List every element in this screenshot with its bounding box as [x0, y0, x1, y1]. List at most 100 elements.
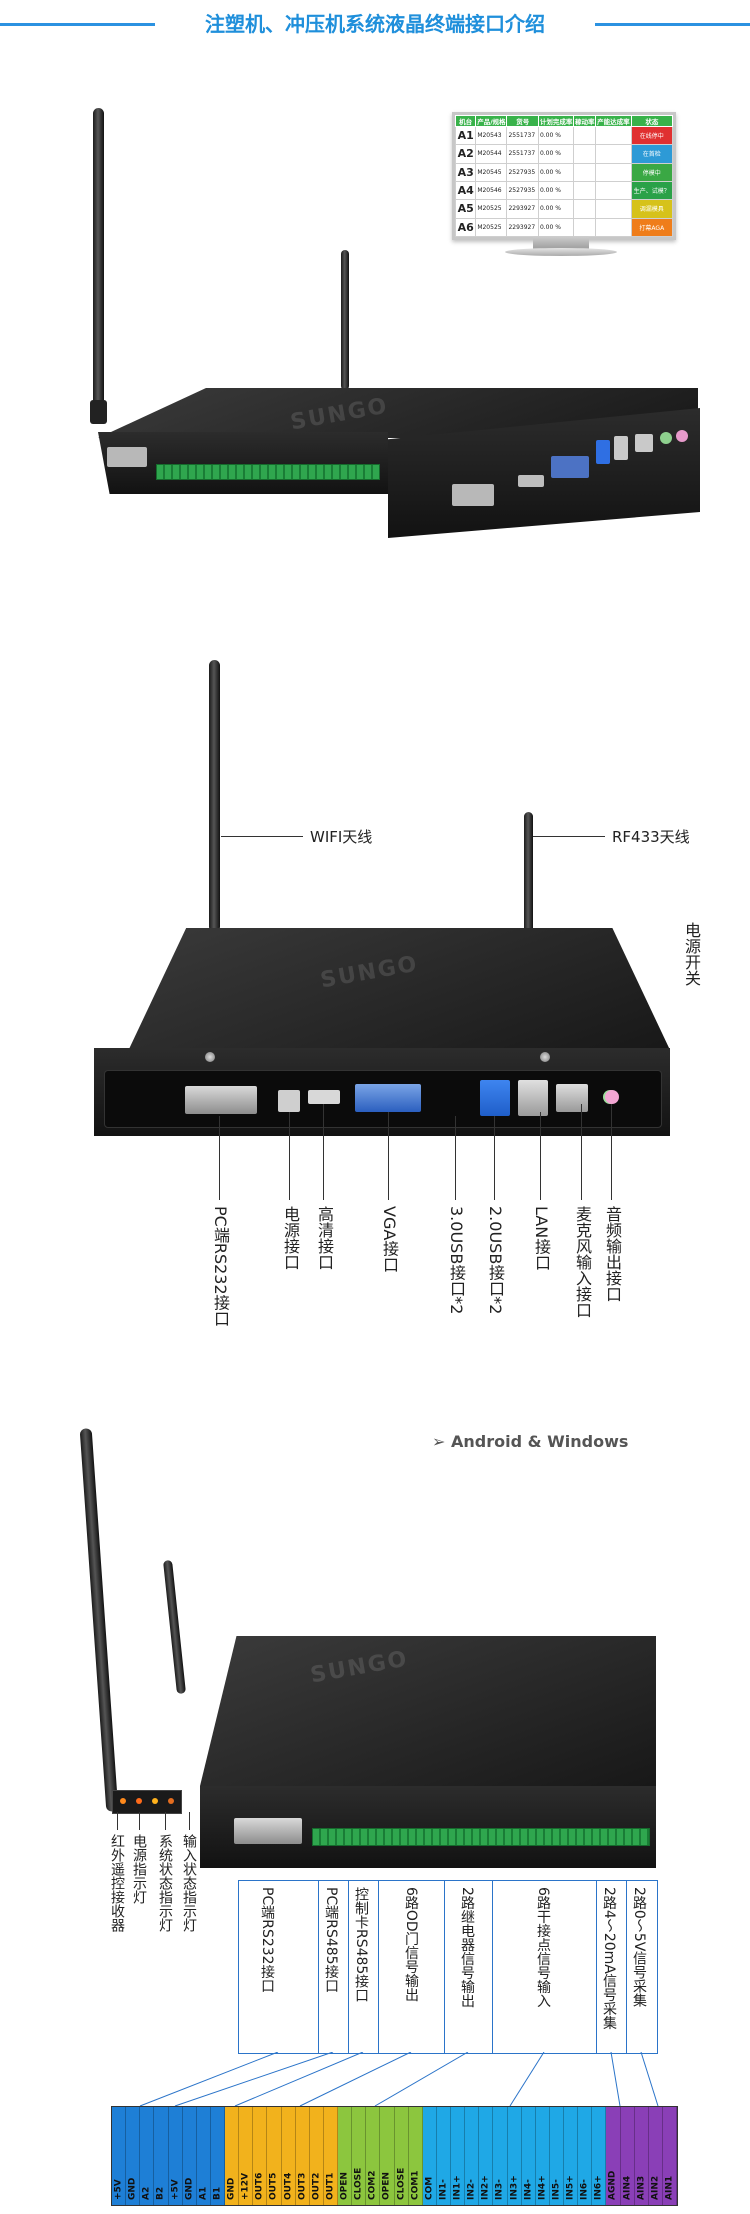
pin-cell: IN3- [493, 2107, 508, 2205]
leader-line [494, 1116, 495, 1200]
antenna-base [90, 400, 107, 424]
table-cell: 在线停中 [630, 125, 674, 146]
port-label-power: 电源接口 [281, 1206, 300, 1270]
table-header: 机台 [454, 115, 477, 127]
table-cell [573, 125, 597, 146]
leader-line [189, 1812, 190, 1830]
table-cell [595, 125, 632, 146]
box-0-5v: 2路0～5V信号采集 [626, 1880, 658, 2054]
pin-label: OUT4 [283, 2172, 294, 2200]
port-label-audio: 音频输出接口 [603, 1206, 622, 1302]
pin-cell: GND [225, 2107, 240, 2205]
pin-cell: CLOSE [352, 2107, 367, 2205]
usb-port-rear [596, 440, 610, 464]
pin-cell: OUT6 [253, 2107, 268, 2205]
pin-label: A2 [141, 2186, 152, 2200]
leader-line [611, 1104, 612, 1200]
pin-label: IN3- [494, 2179, 505, 2200]
table-cell: 2293927 [506, 217, 539, 238]
table-cell: A4 [454, 180, 477, 201]
table-cell: M20544 [475, 144, 508, 164]
port-label-usb2: 2.0USB接口*2 [486, 1206, 505, 1315]
usb2-port [518, 1080, 548, 1116]
connector-lines [139, 2052, 659, 2107]
table-cell: 0.00 % [537, 180, 575, 201]
table-header: 货号 [506, 115, 539, 127]
port-label-mic: 麦克风输入接口 [573, 1206, 592, 1318]
rf433-label: RF433天线 [612, 828, 690, 846]
vga-port-rear [551, 456, 589, 478]
usb-port-rear-2 [614, 436, 628, 460]
rf433-antenna [163, 1559, 186, 1695]
wifi-antenna [79, 1428, 119, 1812]
table-cell: 2551737 [506, 144, 539, 164]
leader-line [581, 1104, 582, 1200]
table-cell [595, 199, 632, 219]
table-cell: A5 [454, 199, 477, 219]
pin-label: IN1+ [452, 2175, 463, 2200]
usb3-port [480, 1080, 510, 1116]
table-header: 产能达成率 [595, 115, 632, 127]
table-cell: A2 [454, 144, 477, 164]
pin-label: IN1- [438, 2179, 449, 2200]
pin-cell: AIN1 [662, 2107, 677, 2205]
table-cell: M20545 [475, 162, 508, 182]
table-cell: 0.00 % [537, 199, 575, 219]
pin-cell: COM [422, 2107, 437, 2205]
pin-label: +5V [170, 2179, 181, 2200]
table-cell: 停模中 [630, 162, 674, 182]
box-pc-rs232: PC端RS232接口 [238, 1880, 320, 2054]
terminal-strip [312, 1828, 650, 1846]
pin-cell: +12V [239, 2107, 254, 2205]
pin-label: OPEN [339, 2172, 350, 2200]
table-cell [573, 162, 597, 182]
system-led-icon [152, 1798, 158, 1804]
pin-label: +12V [240, 2172, 251, 2200]
leader-line [219, 1116, 220, 1200]
pin-label: IN4+ [537, 2175, 548, 2200]
page-title: 注塑机、冲压机系统液晶终端接口介绍 [205, 12, 545, 36]
table-cell [595, 162, 632, 182]
leader-line [165, 1812, 166, 1830]
pin-cell: IN5- [549, 2107, 564, 2205]
table-cell: A3 [454, 162, 477, 182]
monitor-stand [533, 236, 589, 250]
pin-label: AGND [607, 2170, 618, 2200]
table-cell: 0.00 % [537, 162, 575, 182]
db9-port [234, 1818, 302, 1844]
leader-line [289, 1112, 290, 1200]
table-cell: 在首检 [630, 144, 674, 164]
table-cell: A6 [454, 217, 477, 238]
pin-cell: IN6+ [592, 2107, 607, 2205]
table-header: 计划完成率 [537, 115, 575, 127]
table-cell [573, 217, 597, 238]
pin-label: +5V [113, 2179, 124, 2200]
pin-cell: GND [126, 2107, 141, 2205]
vga-port [355, 1084, 421, 1112]
pin-cell: AIN2 [648, 2107, 663, 2205]
db9-port-rear [452, 484, 494, 506]
pin-label: CLOSE [353, 2167, 364, 2200]
pin-cell: OPEN [380, 2107, 395, 2205]
pin-cell: B1 [210, 2107, 225, 2205]
title-line-right [595, 23, 750, 26]
audio-port-rear-2 [676, 430, 688, 442]
device-top-cover [200, 1636, 656, 1786]
leader-line [323, 1104, 324, 1200]
pin-label: A1 [198, 2186, 209, 2200]
pin-label: OUT1 [325, 2172, 336, 2200]
input-led-label: 输入状态指示灯 [181, 1834, 197, 1932]
leader-line [139, 1812, 140, 1830]
pin-label: OUT6 [254, 2172, 265, 2200]
pin-label: AIN1 [664, 2175, 675, 2200]
pin-cell: CLOSE [394, 2107, 409, 2205]
pin-cell: IN4+ [535, 2107, 550, 2205]
wifi-callout-line [221, 836, 303, 837]
pin-cell: IN5+ [564, 2107, 579, 2205]
box-relay-output: 2路继电器信号输出 [444, 1880, 494, 2054]
